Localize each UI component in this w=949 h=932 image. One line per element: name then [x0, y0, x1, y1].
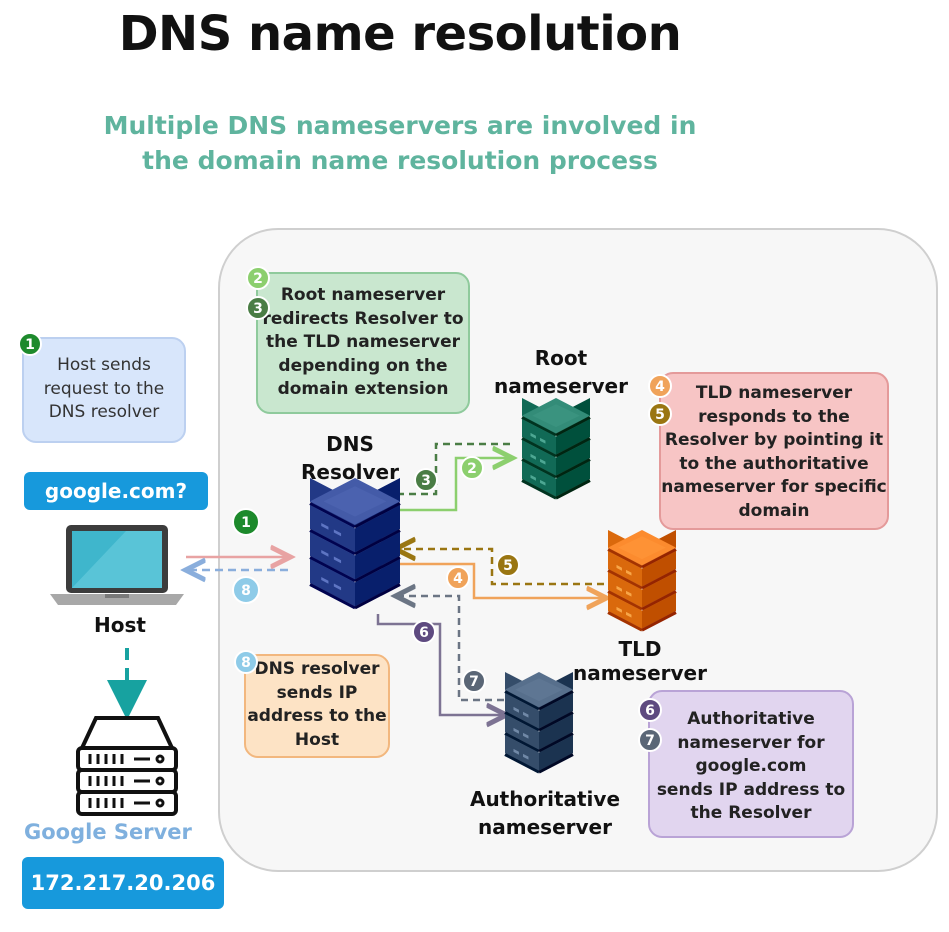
- server-layer-right: [539, 693, 573, 729]
- tld-note-step-badge-5: 5: [648, 402, 672, 426]
- tld-note: TLD nameserver responds to the Resolver …: [659, 372, 889, 530]
- tld-server-icon: [607, 530, 677, 632]
- resolver-note-step-badge-8: 8: [234, 650, 258, 674]
- step-badge-3: 3: [414, 468, 438, 492]
- server-layer-left: [505, 714, 539, 750]
- auth-note-line: google.com: [695, 756, 807, 776]
- dns-resolver-label: DNS Resolver: [290, 430, 410, 486]
- server-layer-left: [310, 532, 355, 580]
- root-note-line: depending on the: [278, 355, 448, 376]
- root-server-icon: [521, 398, 591, 500]
- auth-note-line: Authoritative: [687, 709, 815, 729]
- query-badge: google.com?: [24, 472, 208, 510]
- root-note-step-badge-3: 3: [246, 296, 270, 320]
- server-layer-right: [539, 714, 573, 750]
- resolver-note: DNS resolver sends IP address to the Hos…: [244, 654, 390, 758]
- server-layer-right: [355, 559, 400, 607]
- tld-nameserver-label: TLD nameserver: [573, 637, 707, 685]
- server-layer-left: [310, 505, 355, 553]
- label-line: nameserver: [478, 815, 612, 839]
- tld-note-line: to the authoritative: [679, 453, 869, 474]
- host-label: Host: [94, 613, 146, 637]
- step-badge-1: 1: [232, 508, 260, 536]
- subtitle-line-1: Multiple DNS nameservers are involved in: [103, 111, 697, 140]
- page-title: DNS name resolution: [118, 6, 682, 62]
- resolver-note-line: DNS resolver: [254, 659, 380, 679]
- host-note-line: DNS resolver: [48, 402, 160, 422]
- server-layer-left: [310, 559, 355, 607]
- server-layer-right: [539, 735, 573, 771]
- step-badge-6: 6: [412, 620, 436, 644]
- ip-address-badge: 172.217.20.206: [22, 857, 224, 909]
- server-layer-right: [642, 593, 676, 629]
- root-note-line: redirects Resolver to: [262, 308, 464, 329]
- tld-note-line: Resolver by pointing it: [664, 430, 884, 450]
- step-badge-5: 5: [496, 553, 520, 577]
- host-note-line: Host sends: [57, 355, 151, 375]
- auth-note-step-badge-7: 7: [638, 728, 662, 752]
- server-layer-left: [522, 440, 556, 476]
- server-layer-left: [608, 572, 642, 608]
- resolver-server-icon: [309, 478, 401, 610]
- root-nameserver-label: Root nameserver: [486, 344, 636, 400]
- authoritative-note: Authoritative nameserver for google.com …: [648, 690, 854, 838]
- server-layer-right: [556, 461, 590, 497]
- step-badge-7: 7: [462, 669, 486, 693]
- server-layer-right: [355, 532, 400, 580]
- authoritative-server-icon: [504, 672, 574, 774]
- label-line: Resolver: [301, 460, 399, 484]
- server-layer-left: [608, 593, 642, 629]
- root-note-line: Root nameserver: [280, 285, 446, 305]
- label-line: Authoritative: [469, 787, 621, 811]
- resolver-note-line: address to the: [247, 706, 387, 726]
- host-note: Host sends request to the DNS resolver: [22, 337, 186, 443]
- server-layer-left: [505, 735, 539, 771]
- auth-note-line: sends IP address to: [656, 779, 846, 800]
- server-layer-right: [642, 551, 676, 587]
- auth-note-step-badge-6: 6: [638, 698, 662, 722]
- step-badge-2: 2: [460, 456, 484, 480]
- arrow-step-4: [398, 562, 604, 598]
- google-server-label: Google Server: [24, 820, 192, 844]
- arrow-step-5: [398, 549, 604, 586]
- arrow-step-2: [398, 458, 510, 512]
- step-badge-4: 4: [446, 566, 470, 590]
- tld-note-line: responds to the: [698, 406, 850, 427]
- label-line: Root: [534, 346, 588, 370]
- label-line: nameserver: [494, 374, 628, 398]
- server-layer-right: [556, 440, 590, 476]
- arrow-step-7: [398, 596, 504, 702]
- root-note-step-badge-2: 2: [246, 266, 270, 290]
- label-line: DNS: [326, 432, 374, 456]
- arrow-step-3: [380, 442, 510, 494]
- server-layer-left: [522, 419, 556, 455]
- tld-note-line: domain: [738, 500, 810, 521]
- page-subtitle: Multiple DNS nameservers are involved in…: [80, 108, 720, 178]
- google-server-icon: [76, 716, 178, 816]
- root-note-line: the TLD nameserver: [266, 332, 460, 352]
- laptop-icon: [50, 525, 184, 605]
- server-layer-left: [522, 461, 556, 497]
- server-layer-right: [642, 572, 676, 608]
- resolver-note-line: sends IP: [276, 682, 358, 703]
- root-note: Root nameserver redirects Resolver to th…: [256, 272, 470, 414]
- tld-note-step-badge-4: 4: [648, 374, 672, 398]
- server-layer-left: [608, 551, 642, 587]
- root-note-line: domain extension: [277, 379, 449, 399]
- host-note-step-badge: 1: [18, 332, 42, 356]
- tld-note-line: nameserver for specific: [661, 477, 887, 497]
- host-note-line: request to the: [43, 378, 165, 399]
- auth-note-line: the Resolver: [690, 803, 812, 823]
- server-layer-left: [505, 693, 539, 729]
- server-layer-right: [556, 419, 590, 455]
- arrow-step-6: [376, 614, 504, 715]
- authoritative-nameserver-label: Authoritative nameserver: [460, 785, 630, 841]
- subtitle-line-2: the domain name resolution process: [142, 146, 658, 175]
- resolver-note-line: Host: [294, 729, 340, 750]
- auth-note-line: nameserver for: [677, 732, 825, 753]
- server-layer-right: [355, 505, 400, 553]
- tld-note-line: TLD nameserver: [695, 383, 853, 403]
- step-badge-8: 8: [232, 576, 260, 604]
